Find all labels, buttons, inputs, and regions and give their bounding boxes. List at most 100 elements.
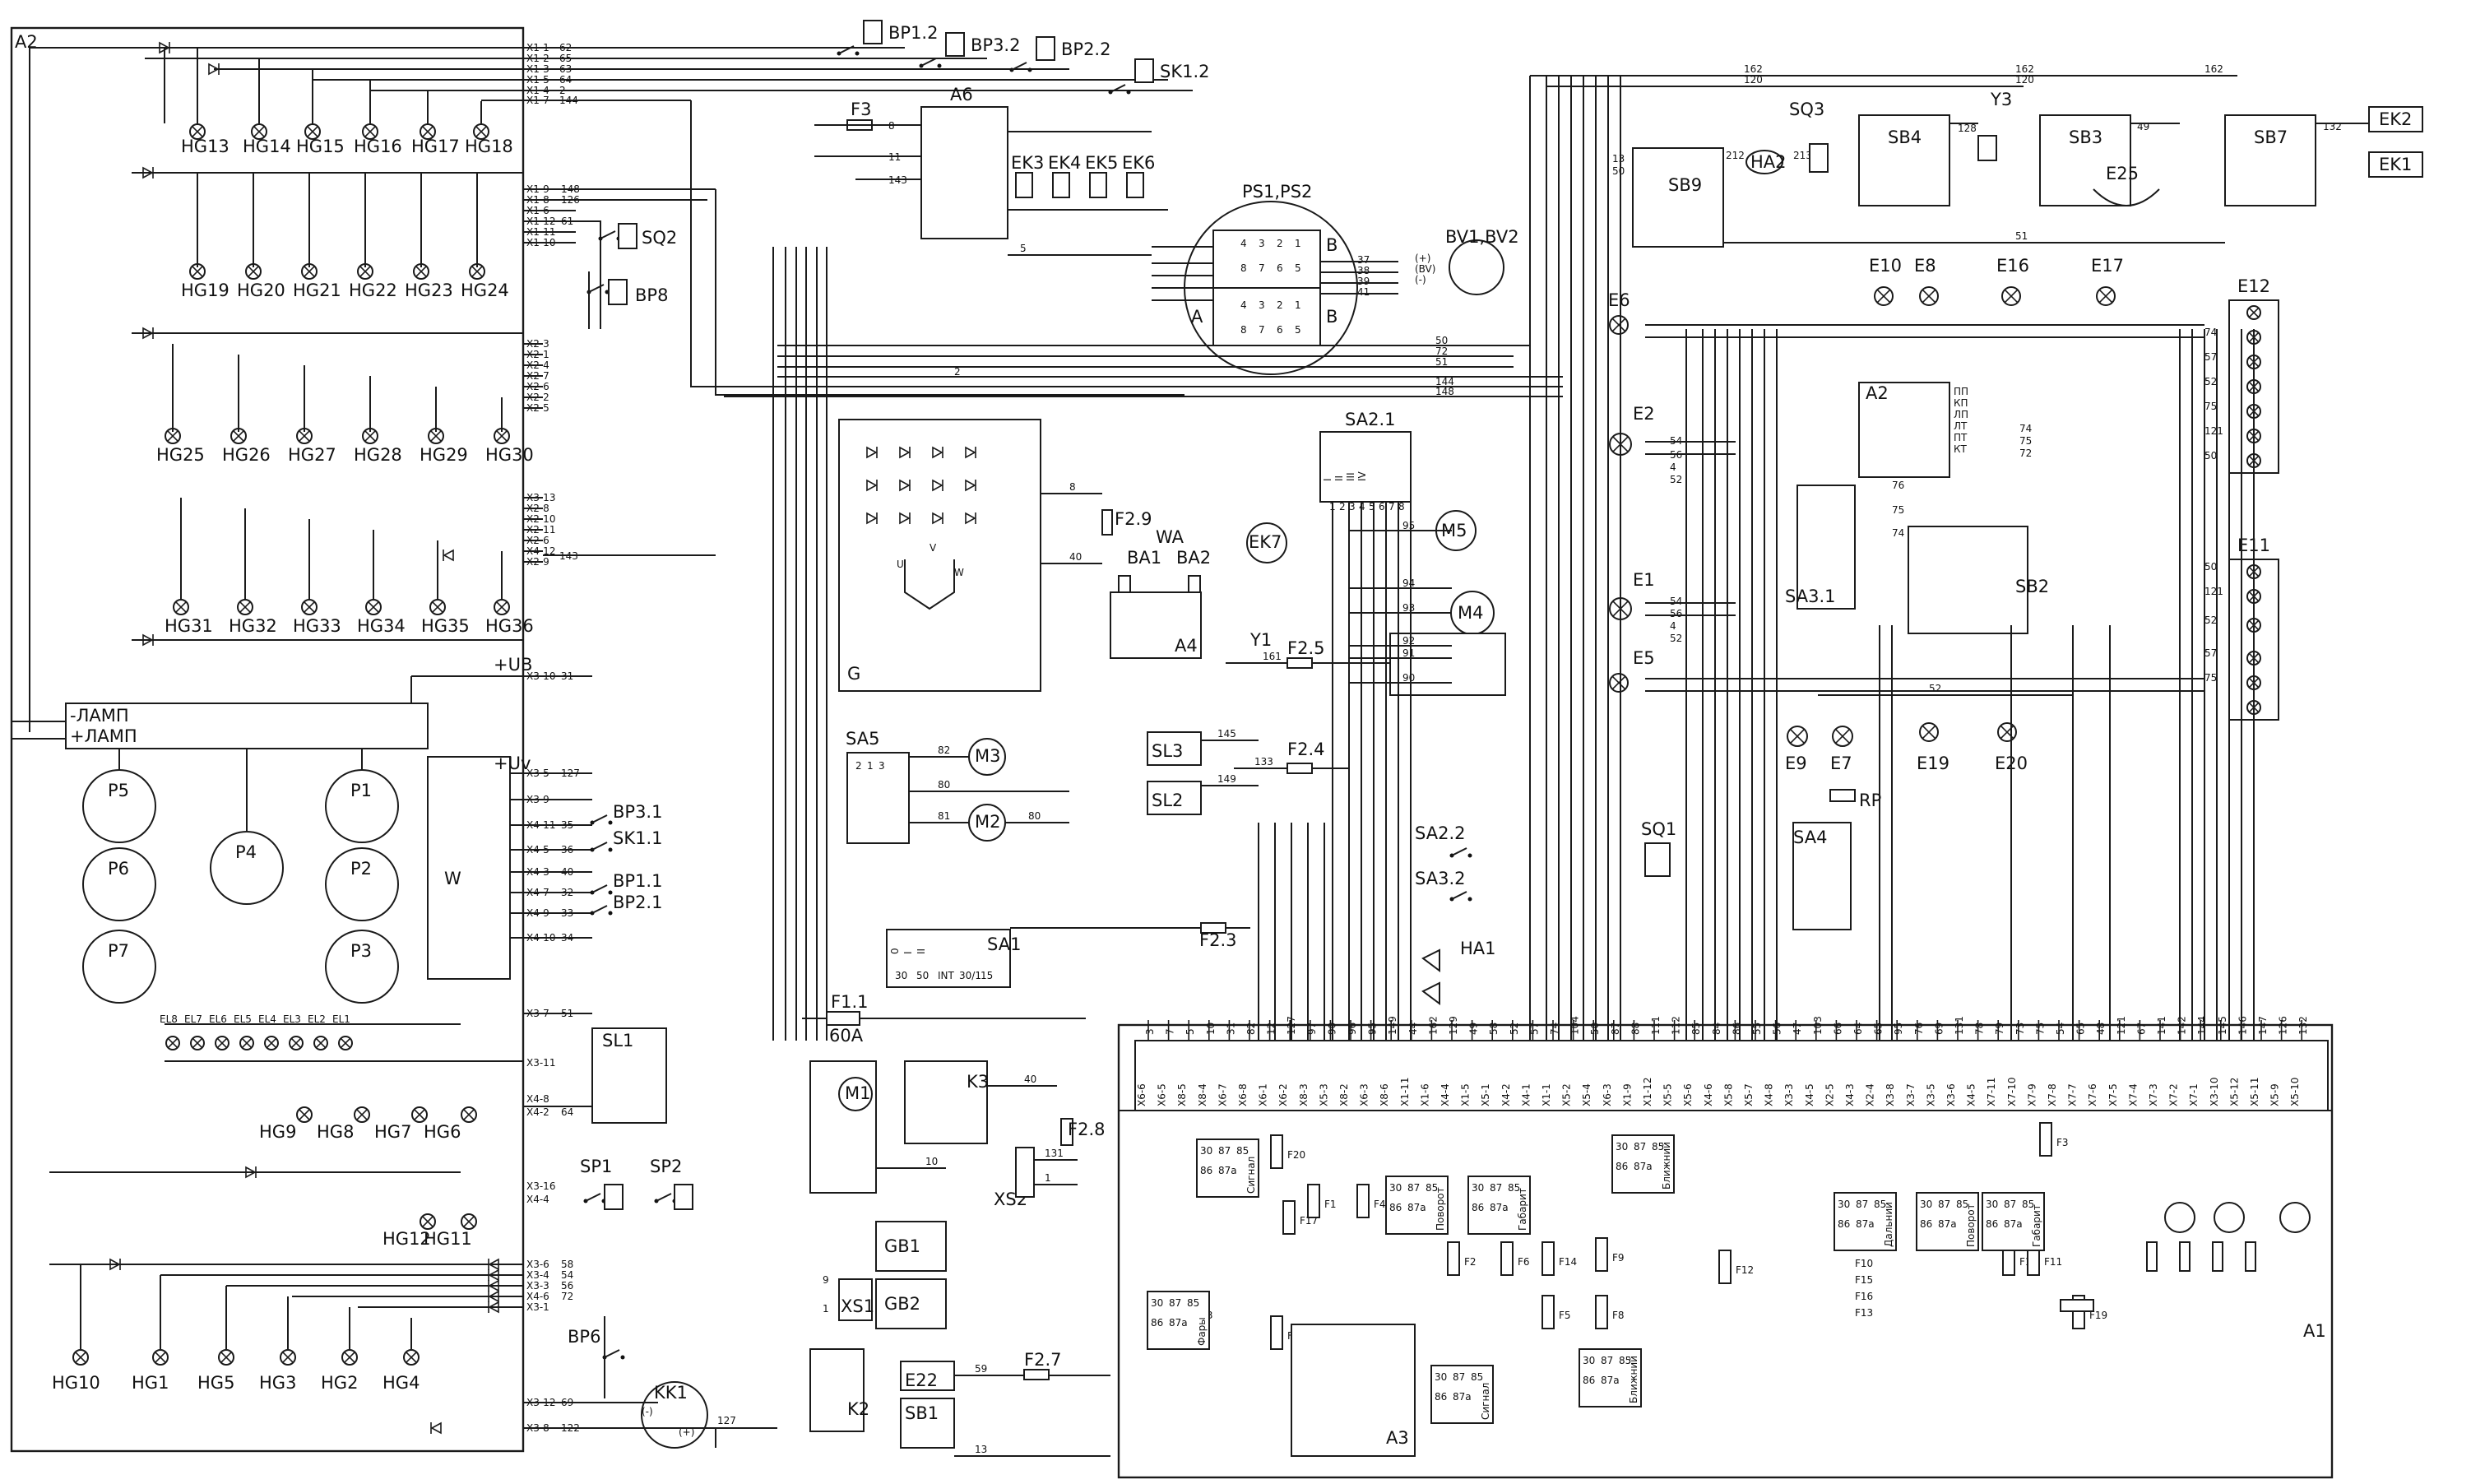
pin-label: 104 [1569, 1016, 1581, 1035]
relay-pin: 87a [1601, 1375, 1620, 1386]
lamp-label-hg1: HG1 [132, 1373, 169, 1393]
lamp-circle [296, 1106, 313, 1123]
wire-number: 52 [1670, 633, 1682, 644]
sensor-label-sl3: SL3 [1152, 741, 1183, 761]
wire-number: 145 [1217, 728, 1236, 740]
pin-label: X7-11 [1986, 1078, 1997, 1106]
relay-pin: 30 [1389, 1182, 1402, 1194]
ps-pin: 4 [1240, 238, 1247, 249]
lamp-label-hg24: HG24 [461, 281, 509, 300]
lamp-circle [239, 1036, 254, 1050]
pin-label: 87 [1610, 1023, 1621, 1035]
pin-label: 126 [2278, 1016, 2289, 1035]
ps-pin: 8 [1240, 324, 1247, 336]
lamp-cross [239, 601, 251, 613]
lamp-circle [2096, 286, 2116, 306]
lamp-cross [167, 430, 178, 442]
lamp-label-hg6: HG6 [424, 1122, 461, 1142]
ps-pin: 2 [1277, 238, 1283, 249]
relay-pin: 86 [1389, 1202, 1402, 1213]
lamp-circle [473, 123, 489, 140]
pin-label: 88 [1630, 1023, 1641, 1035]
wire-number: 52 [1670, 474, 1682, 485]
relay-pin: 85 [1187, 1297, 1199, 1309]
bp8-switch-icon [586, 284, 610, 294]
lamp-circle [1997, 722, 2017, 742]
sa1-pos: INT [938, 970, 955, 981]
lamp-icon [2246, 305, 2261, 320]
pin-label: X4-5 [1966, 1083, 1977, 1106]
relay-pin: 86 [1986, 1218, 1998, 1230]
wire-number: 57 [2204, 351, 2217, 363]
wire-number: 72 [2019, 448, 2032, 459]
pin-label: 79 [1994, 1023, 2005, 1035]
wire-number: 148 [1435, 386, 1454, 397]
pin-label: 85 [1690, 1023, 1702, 1035]
fuse-icon [1718, 1250, 1732, 1284]
relay-block [1916, 1192, 1979, 1251]
diode-icon [965, 479, 976, 492]
ha2-horn [1745, 150, 1783, 174]
lamp-dimmer-strip [65, 703, 429, 749]
wire-number: 133 [1254, 756, 1273, 768]
sensor-label-sq3: SQ3 [1789, 100, 1824, 119]
a2-contact: КТ [1954, 443, 1968, 455]
lamp-cross [1611, 318, 1626, 332]
top-sensor-switch-icon [919, 58, 942, 68]
lamp-label-e10: E10 [1869, 256, 1902, 276]
valve-label-y1: Y1 [1249, 630, 1272, 650]
wire-number: 74 [2019, 423, 2032, 434]
switch-label-sa5: SA5 [846, 729, 879, 749]
rp-resistor [1829, 789, 1856, 802]
relay-pin: 30 [1616, 1141, 1628, 1152]
wire-number: 59 [975, 1363, 987, 1375]
lamp-icon [296, 1106, 313, 1123]
lamp-cross [304, 266, 315, 277]
lamp-cross [1790, 729, 1805, 744]
ps-pin: 8 [1240, 262, 1247, 274]
pin-label: X5-6 [1682, 1083, 1694, 1106]
button-label-sb7: SB7 [2254, 128, 2288, 147]
lamp-circle [428, 428, 444, 444]
wire-number: 50 [2204, 561, 2217, 573]
pin-label: X4-3 [1844, 1083, 1856, 1106]
lamp-label-hg16: HG16 [354, 137, 402, 156]
pin-label: 86 [1731, 1023, 1742, 1035]
switch-contact [608, 847, 613, 852]
f24-fuse-icon [1286, 763, 1313, 774]
relay-pin: 86 [1472, 1202, 1484, 1213]
pin-label: X3-7 [1905, 1083, 1917, 1106]
relay-pin: 87a [1490, 1202, 1509, 1213]
pin-label: X3-5 [1925, 1083, 1936, 1106]
relay-block [1834, 1192, 1897, 1251]
relay-pin: 30 [1151, 1297, 1163, 1309]
fuse-icon [1270, 1315, 1283, 1350]
m1-starter-motor [838, 1077, 873, 1111]
sa21-pin: 5 [1369, 501, 1375, 512]
fuse-label: F16 [1855, 1291, 1873, 1302]
gauge-label-p4: P4 [235, 842, 257, 862]
lamp-cross [1922, 289, 1936, 304]
diode-icon [899, 479, 911, 492]
a6-heater-relay [920, 106, 1008, 239]
lamp-icon [313, 1036, 328, 1050]
block-label-g: G [847, 664, 860, 684]
pin-label: 96 [1347, 1023, 1358, 1035]
pin-label: III [1345, 472, 1356, 481]
uv-label: +Uv [494, 754, 531, 773]
sb2-switch [1908, 526, 2028, 634]
sp1-switch-icon [583, 1193, 606, 1203]
wire-number: 4 [1670, 461, 1676, 473]
bv-speed-sensor [1449, 239, 1504, 295]
lamp-circle [173, 599, 189, 615]
lamp-label-hg15: HG15 [296, 137, 345, 156]
lamp-circle [189, 123, 206, 140]
sp1-body [604, 1184, 624, 1210]
lamp-cross [220, 1352, 232, 1363]
fuse-label-f9: F9 [1612, 1252, 1625, 1264]
lamp-cross [430, 430, 442, 442]
pin-label: X7-3 [2148, 1083, 2159, 1106]
pin-label: X8-2 [1338, 1083, 1350, 1106]
wire-number: 58 [561, 1259, 573, 1270]
gb1-battery [875, 1221, 947, 1272]
